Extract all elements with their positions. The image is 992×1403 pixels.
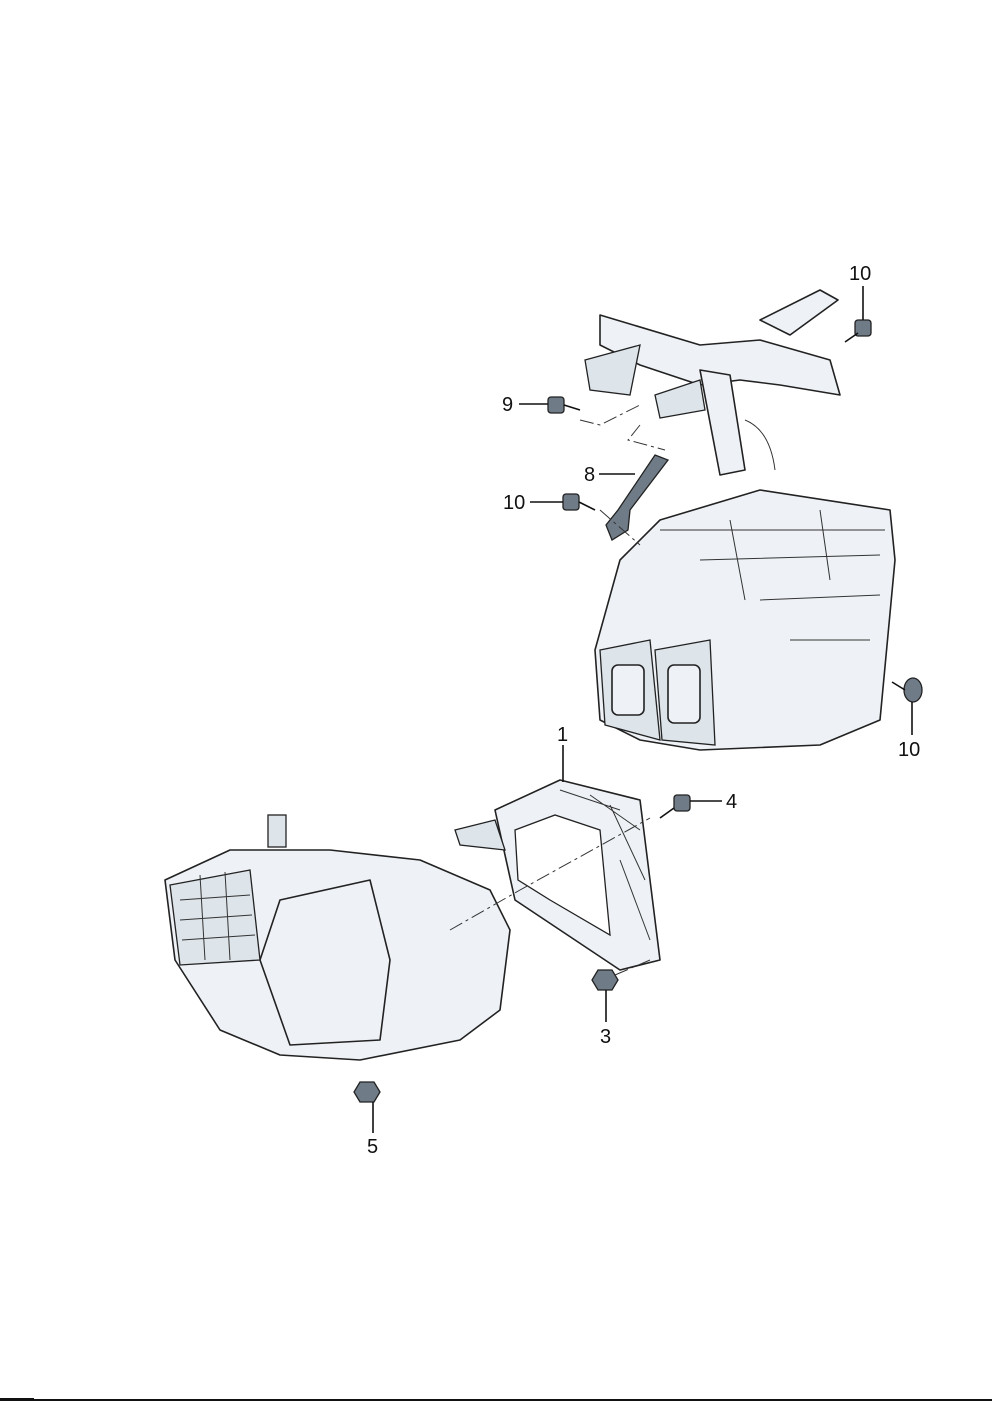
nut-5 [353,1081,381,1103]
callout-3: 3 [600,1026,611,1048]
bolt-10-left [562,493,596,511]
callout-1: 1 [557,724,568,746]
bolt-4 [659,794,691,819]
callout-10-right: 10 [898,739,920,761]
callout-5: 5 [367,1136,378,1158]
bolt-10-right [891,677,923,703]
bolt-9 [547,396,581,414]
ac-housing-lower [164,814,511,1061]
cross-member-beam [584,289,841,476]
callout-10-left: 10 [503,492,525,514]
bottom-rule-mark [0,1398,34,1401]
callout-10-top: 10 [849,263,871,285]
frame-part-1 [454,779,661,971]
callout-9: 9 [502,394,513,416]
bottom-rule [0,1399,992,1401]
nut-3 [591,969,619,991]
callout-8: 8 [584,464,595,486]
bolt-10-top [844,319,872,343]
ac-unit-assembly [594,489,896,751]
callout-4: 4 [726,791,737,813]
bracket-part-8 [605,454,670,541]
